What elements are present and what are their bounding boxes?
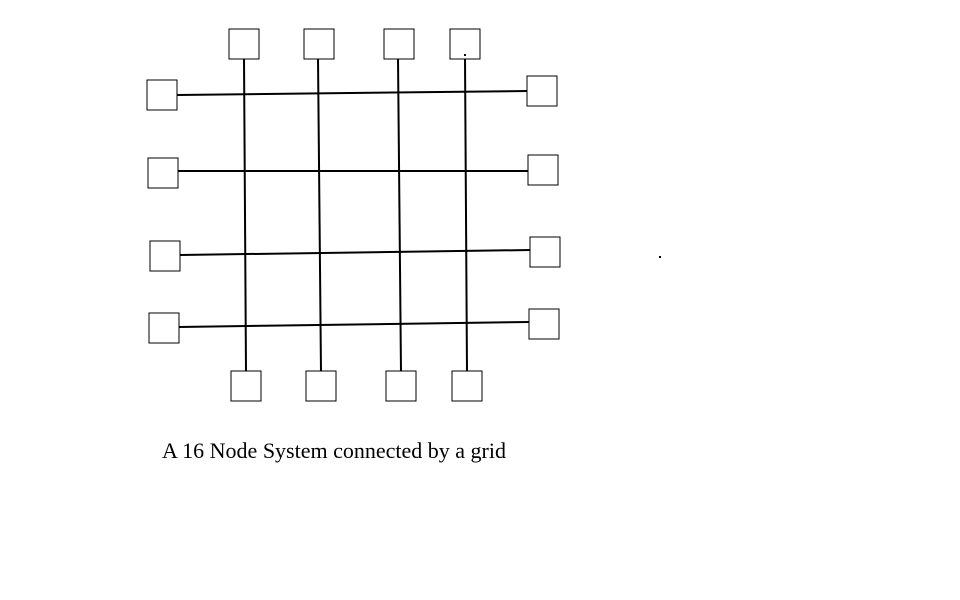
horizontal-wire-4 [178,321,530,328]
node-left-1 [146,79,178,111]
node-bottom-2 [305,370,337,402]
stray-dot-canvas [659,256,661,258]
stray-dot-node [464,54,466,56]
vertical-wire-1 [243,57,247,373]
vertical-wire-2 [317,57,322,373]
vertical-wire-4 [464,57,468,373]
vertical-wire-3 [397,57,402,373]
node-right-4 [528,308,560,340]
node-right-2 [527,154,559,186]
diagram-caption: A 16 Node System connected by a grid [162,438,506,463]
horizontal-wire-3 [179,249,531,256]
node-top-3 [383,28,415,60]
node-left-3 [149,240,181,272]
node-bottom-4 [451,370,483,402]
node-right-1 [526,75,558,107]
node-left-2 [147,157,179,189]
node-bottom-3 [385,370,417,402]
node-right-3 [529,236,561,268]
node-top-1 [228,28,260,60]
node-top-2 [303,28,335,60]
node-left-4 [148,312,180,344]
node-bottom-1 [230,370,262,402]
horizontal-wire-1 [176,90,529,96]
